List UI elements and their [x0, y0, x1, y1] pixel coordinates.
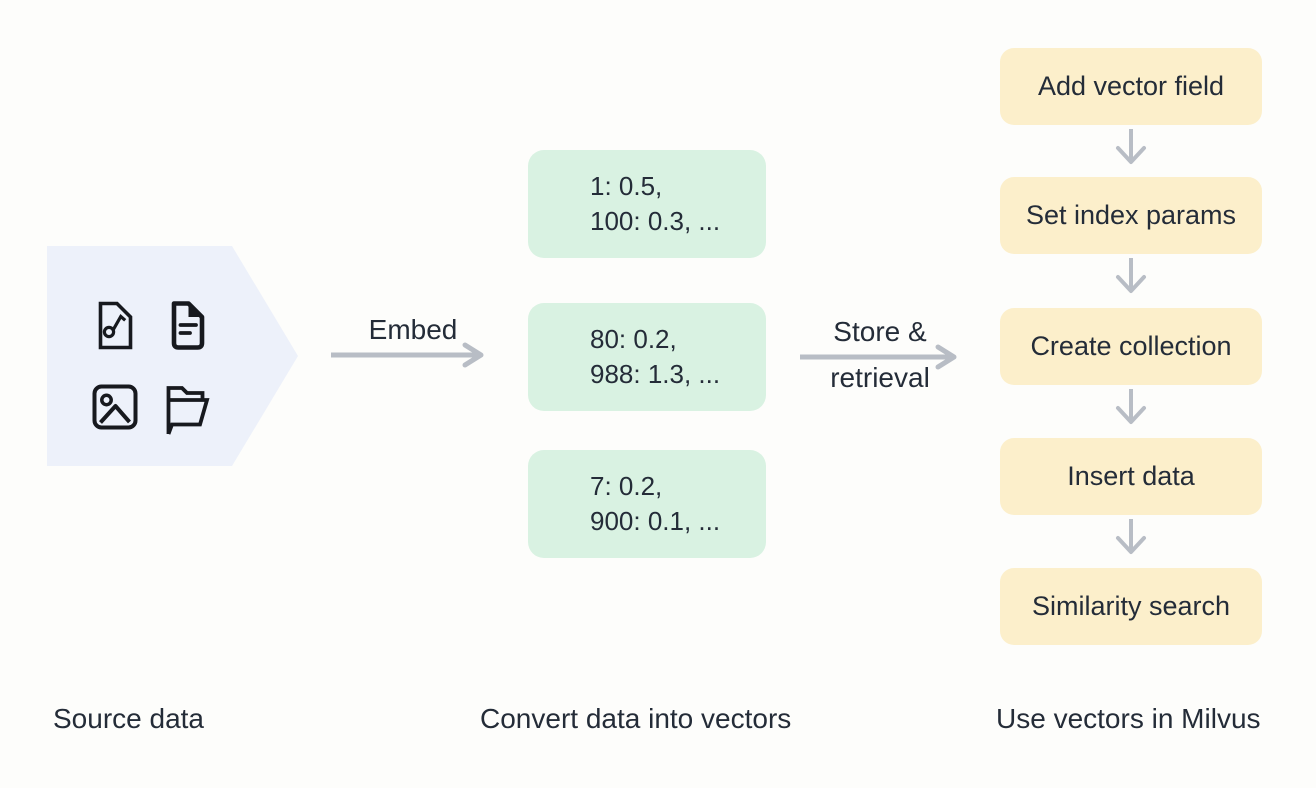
- vector-box-line: 1: 0.5,: [590, 171, 663, 201]
- step-label: Set index params: [1025, 200, 1237, 230]
- embed-label: Embed: [368, 314, 458, 345]
- vector-box-line: 7: 0.2,: [590, 471, 663, 501]
- down-arrow-icon: [1116, 258, 1146, 293]
- store-retrieval-arrow: [800, 344, 957, 370]
- step-set-index-params: Set index params: [1000, 177, 1262, 254]
- step-create-collection: Create collection: [1000, 308, 1262, 385]
- audio-file-icon: [95, 301, 133, 355]
- embed-arrow: [331, 342, 484, 368]
- down-arrow-icon: [1116, 519, 1146, 554]
- vector-box-line: 988: 1.3, ...: [590, 359, 721, 389]
- store-retrieval-label-line1: Store &: [833, 316, 927, 347]
- text-document-icon: [167, 301, 205, 355]
- step-label: Similarity search: [1031, 591, 1231, 621]
- down-arrow-icon: [1116, 389, 1146, 424]
- convert-data-caption: Convert data into vectors: [480, 703, 792, 734]
- vector-box-line: 80: 0.2,: [590, 324, 677, 354]
- step-label: Add vector field: [1037, 71, 1225, 101]
- step-label: Insert data: [1067, 461, 1195, 491]
- vector-box: 7: 0.2, 900: 0.1, ...: [528, 450, 766, 558]
- vector-box-line: 900: 0.1, ...: [590, 506, 721, 536]
- step-add-vector-field: Add vector field: [1000, 48, 1262, 125]
- step-insert-data: Insert data: [1000, 438, 1262, 515]
- folder-icon: [160, 381, 213, 442]
- vector-box: 80: 0.2, 988: 1.3, ...: [528, 303, 766, 411]
- step-similarity-search: Similarity search: [1000, 568, 1262, 645]
- down-arrow-icon: [1116, 129, 1146, 164]
- vector-box-line: 100: 0.3, ...: [590, 206, 721, 236]
- use-vectors-caption: Use vectors in Milvus: [996, 703, 1261, 734]
- store-retrieval-label-line2: retrieval: [830, 362, 930, 393]
- source-data-caption: Source data: [53, 703, 204, 734]
- image-icon: [92, 384, 138, 435]
- vector-box: 1: 0.5, 100: 0.3, ...: [528, 150, 766, 258]
- step-label: Create collection: [1030, 331, 1232, 361]
